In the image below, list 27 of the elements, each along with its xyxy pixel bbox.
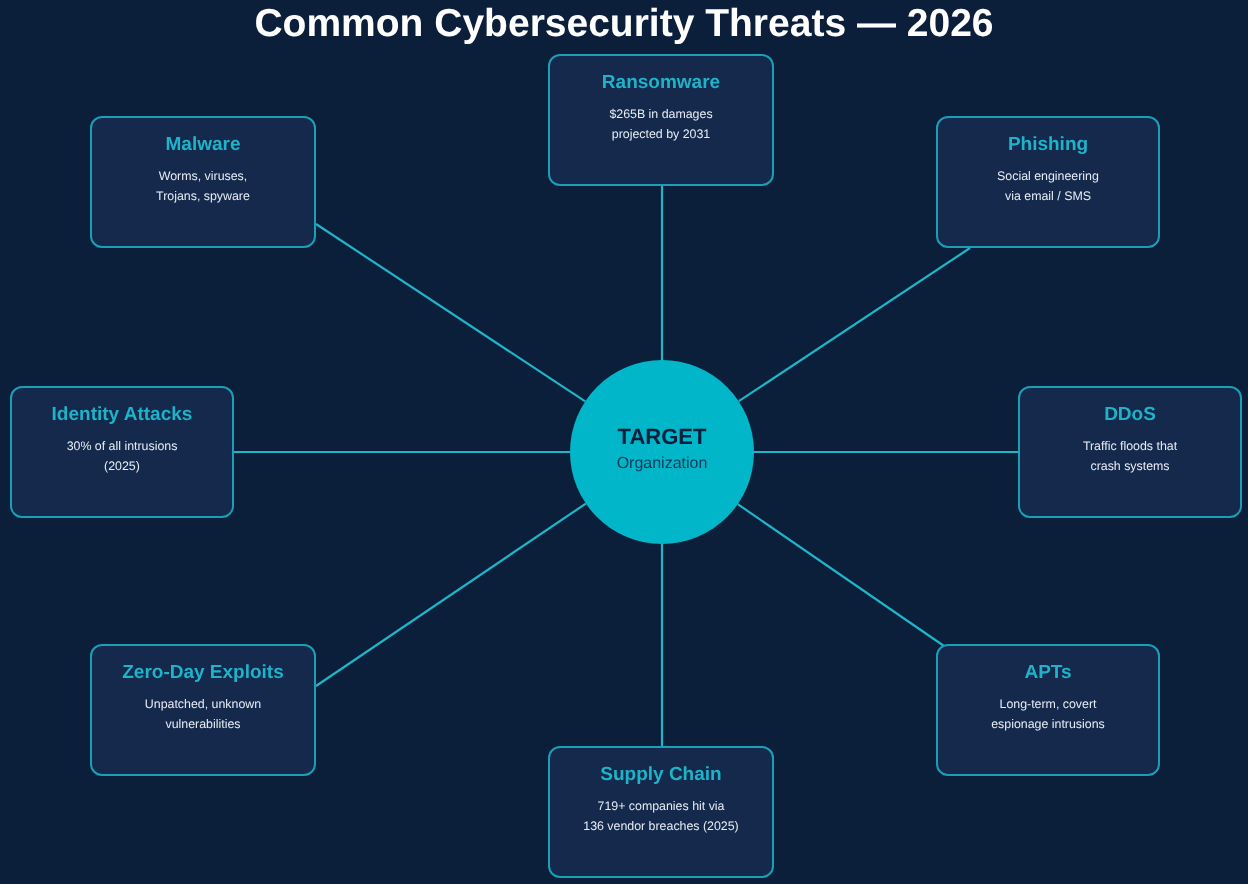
threat-name: Malware bbox=[165, 134, 241, 156]
threat-name: Supply Chain bbox=[600, 764, 722, 786]
connector-line bbox=[234, 450, 570, 454]
threat-name: DDoS bbox=[1104, 404, 1156, 426]
connector-line bbox=[738, 247, 971, 403]
threat-box bbox=[90, 116, 316, 248]
connector-line bbox=[315, 223, 586, 403]
threat-box bbox=[936, 116, 1160, 248]
threat-name: Ransomware bbox=[601, 72, 721, 94]
target-sublabel: Organization bbox=[614, 454, 710, 474]
threat-name: Identity Attacks bbox=[51, 404, 193, 426]
connector-line bbox=[660, 186, 664, 360]
threat-name: Phishing bbox=[1007, 134, 1089, 156]
threat-box bbox=[90, 644, 316, 776]
threat-box bbox=[548, 54, 774, 186]
threat-name: APTs bbox=[1024, 662, 1072, 684]
threat-box bbox=[1018, 386, 1242, 518]
threat-box bbox=[936, 644, 1160, 776]
connector-line bbox=[315, 502, 587, 687]
threat-name: Zero-Day Exploits bbox=[122, 662, 284, 684]
connector-line bbox=[660, 544, 664, 746]
threat-box bbox=[548, 746, 774, 878]
connector-line bbox=[737, 503, 945, 647]
connector-line bbox=[754, 450, 1018, 454]
diagram-title: Common Cybersecurity Threats — 2026 bbox=[254, 2, 994, 46]
threat-box bbox=[10, 386, 234, 518]
target-label: TARGET bbox=[617, 426, 707, 450]
